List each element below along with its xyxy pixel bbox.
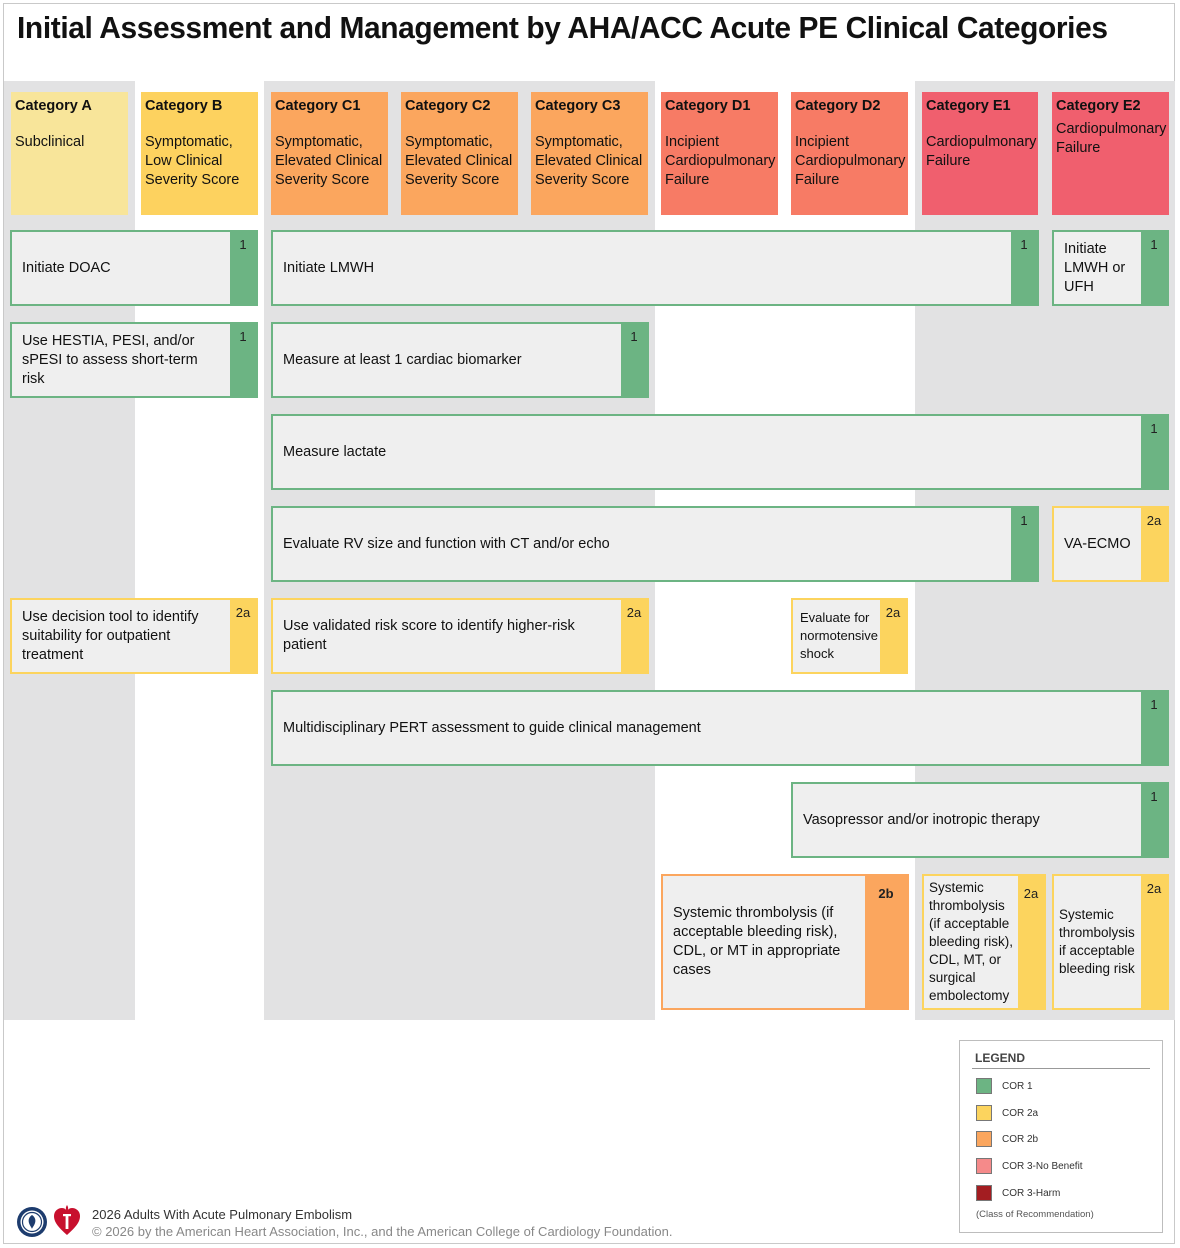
legend-item-cor3-harm: COR 3-Harm: [976, 1184, 1060, 1202]
cor-tab: [1141, 876, 1167, 1008]
cor-tab: [1141, 508, 1167, 580]
footer: 2026 Adults With Acute Pulmonary Embolis…: [92, 1206, 672, 1240]
category-header-b: Category B Symptomatic, Low Clinical Sev…: [141, 92, 258, 215]
cor-tab: [621, 324, 647, 396]
acc-seal-icon: [17, 1207, 47, 1237]
cor-tab: [230, 600, 256, 672]
legend-swatch: [976, 1185, 992, 1201]
cor-tab: [1141, 692, 1167, 764]
legend-item-cor1: COR 1: [976, 1077, 1033, 1095]
cor-tab: [1141, 232, 1167, 304]
figure-title: Initial Assessment and Management by AHA…: [17, 10, 1108, 45]
category-header-e2: Category E2 Cardiopulmonary Failure: [1052, 92, 1169, 215]
legend-swatch: [976, 1078, 992, 1094]
cor-tab: [1141, 416, 1167, 488]
legend-swatch: [976, 1105, 992, 1121]
box-vasopressor: Vasopressor and/or inotropic therapy 1: [791, 782, 1169, 858]
cor-label: 2a: [1146, 513, 1162, 528]
category-header-c3: Category C3 Symptomatic, Elevated Clinic…: [531, 92, 648, 215]
cor-label: 1: [1150, 237, 1158, 252]
category-header-d2: Category D2 Incipient Cardiopulmonary Fa…: [791, 92, 908, 215]
cor-tab: [865, 876, 907, 1008]
box-normotensive-shock: Evaluate for normotensive shock 2a: [791, 598, 908, 674]
box-validated-risk-score: Use validated risk score to identify hig…: [271, 598, 649, 674]
legend-swatch: [976, 1158, 992, 1174]
box-pert-assessment: Multidisciplinary PERT assessment to gui…: [271, 690, 1169, 766]
category-header-d1: Category D1 Incipient Cardiopulmonary Fa…: [661, 92, 778, 215]
box-va-ecmo: VA-ECMO 2a: [1052, 506, 1169, 582]
cor-label: 2b: [878, 886, 894, 901]
category-header-c2: Category C2 Symptomatic, Elevated Clinic…: [401, 92, 518, 215]
cor-tab: [230, 324, 256, 396]
cor-label: 1: [1150, 789, 1158, 804]
cor-tab: [1011, 508, 1037, 580]
cor-label: 2a: [1023, 886, 1039, 901]
box-initiate-lmwh: Initiate LMWH 1: [271, 230, 1039, 306]
box-cardiac-biomarker: Measure at least 1 cardiac biomarker 1: [271, 322, 649, 398]
category-header-a: Category A Subclinical: [11, 92, 128, 215]
column-band-a: [4, 81, 135, 1020]
aha-heart-torch-icon: [54, 1205, 80, 1235]
legend-title: LEGEND: [975, 1051, 1026, 1065]
legend: LEGEND COR 1 COR 2a COR 2b COR 3-No Bene…: [959, 1040, 1163, 1233]
box-hestia-pesi: Use HESTIA, PESI, and/or sPESI to assess…: [10, 322, 258, 398]
box-thrombolysis-d: Systemic thrombolysis (if acceptable ble…: [661, 874, 909, 1010]
legend-item-cor2a: COR 2a: [976, 1104, 1038, 1122]
box-thrombolysis-e2: Systemic thrombolysis if acceptable blee…: [1052, 874, 1169, 1010]
legend-item-cor3-no-benefit: COR 3-No Benefit: [976, 1157, 1083, 1175]
cor-tab: [1011, 232, 1037, 304]
cor-label: 1: [1020, 237, 1028, 252]
legend-swatch: [976, 1131, 992, 1147]
box-thrombolysis-e1: Systemic thrombolysis (if acceptable ble…: [922, 874, 1046, 1010]
footer-title: 2026 Adults With Acute Pulmonary Embolis…: [92, 1207, 353, 1222]
cor-label: 1: [1150, 697, 1158, 712]
cor-label: 1: [1020, 513, 1028, 528]
cor-tab: [1141, 784, 1167, 856]
legend-item-cor2b: COR 2b: [976, 1130, 1038, 1148]
cor-tab: [621, 600, 647, 672]
box-measure-lactate: Measure lactate 1: [271, 414, 1169, 490]
box-initiate-lmwh-ufh: Initiate LMWH or UFH 1: [1052, 230, 1169, 306]
cor-label: 1: [630, 329, 638, 344]
cor-label: 2a: [626, 605, 642, 620]
cor-label: 2a: [235, 605, 251, 620]
cor-label: 2a: [885, 605, 901, 620]
box-decision-tool: Use decision tool to identify suitabilit…: [10, 598, 258, 674]
cor-tab: [880, 600, 906, 672]
category-header-e1: Category E1 Cardiopulmonary Failure: [922, 92, 1038, 215]
cor-tab: [230, 232, 256, 304]
category-header-c1: Category C1 Symptomatic, Elevated Clinic…: [271, 92, 388, 215]
legend-note: (Class of Recommendation): [976, 1209, 1094, 1220]
cor-tab: [1018, 876, 1044, 1008]
cor-label: 1: [239, 237, 247, 252]
cor-label: 2a: [1146, 881, 1162, 896]
box-initiate-doac: Initiate DOAC 1: [10, 230, 258, 306]
legend-divider: [972, 1068, 1150, 1069]
cor-label: 1: [239, 329, 247, 344]
box-evaluate-rv: Evaluate RV size and function with CT an…: [271, 506, 1039, 582]
footer-copyright: © 2026 by the American Heart Association…: [92, 1224, 673, 1239]
cor-label: 1: [1150, 421, 1158, 436]
